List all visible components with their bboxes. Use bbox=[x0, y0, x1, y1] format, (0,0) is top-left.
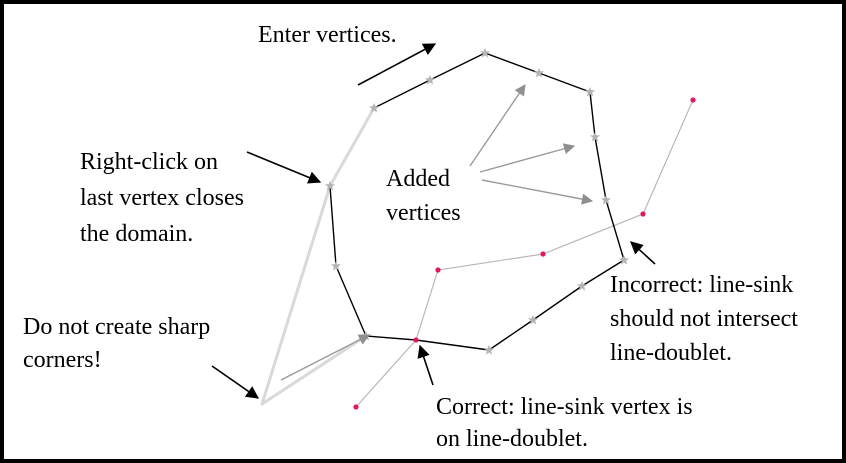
label-incorrect: Incorrect: line-sink should not intersec… bbox=[610, 272, 804, 366]
label-sharp-corners: Do not create sharp corners! bbox=[23, 314, 216, 373]
line-sink-left bbox=[355, 99, 694, 408]
domain-boundary bbox=[329, 52, 625, 351]
label-incorrect-line3: line-doublet. bbox=[610, 340, 732, 366]
domain-vertex bbox=[425, 75, 435, 85]
domain-vertex bbox=[534, 68, 544, 78]
label-sharp-corners-line1: Do not create sharp bbox=[23, 314, 210, 340]
arrow-added-vertex-3 bbox=[481, 179, 594, 205]
domain-vertices bbox=[325, 48, 629, 355]
sink-vertex bbox=[640, 211, 646, 217]
label-enter-vertices: Enter vertices. bbox=[258, 22, 397, 48]
label-added-vertices-line2: vertices bbox=[386, 200, 461, 226]
domain-vertex bbox=[480, 48, 490, 58]
arrow-enter-vertices bbox=[357, 43, 437, 86]
domain-vertex bbox=[619, 255, 629, 265]
label-added-vertices: Added vertices bbox=[386, 166, 461, 226]
dark-arrows bbox=[211, 43, 656, 399]
gray-arrows bbox=[280, 84, 594, 381]
line-sinks bbox=[355, 99, 694, 408]
sink-vertex bbox=[353, 404, 359, 410]
label-sharp-corners-line2: corners! bbox=[23, 347, 102, 373]
label-right-click: Right-click on last vertex closes the do… bbox=[80, 149, 250, 247]
arrow-added-vertex-1 bbox=[469, 84, 526, 167]
arrow-incorrect bbox=[630, 241, 656, 265]
label-correct-line1: Correct: line-sink vertex is bbox=[436, 394, 693, 420]
sink-vertex bbox=[690, 97, 696, 103]
label-incorrect-line2: should not intersect bbox=[610, 306, 798, 332]
label-incorrect-line1: Incorrect: line-sink bbox=[610, 272, 793, 298]
sink-vertex bbox=[540, 251, 546, 257]
label-added-vertices-line1: Added bbox=[386, 166, 450, 192]
label-correct: Correct: line-sink vertex is on line-dou… bbox=[436, 394, 699, 452]
sharp-corner-edges bbox=[260, 106, 376, 406]
sink-vertex bbox=[413, 337, 419, 343]
label-right-click-line2: last vertex closes bbox=[80, 185, 244, 211]
arrow-sharp-corners bbox=[211, 365, 260, 399]
arrow-right-click bbox=[246, 151, 322, 184]
domain-vertex bbox=[601, 195, 611, 205]
label-correct-line2: on line-doublet. bbox=[436, 426, 588, 452]
domain-vertex bbox=[331, 261, 341, 271]
label-right-click-line3: the domain. bbox=[80, 221, 193, 247]
label-right-click-line1: Right-click on bbox=[80, 149, 218, 175]
sink-vertex bbox=[435, 267, 441, 273]
arrow-sharp-corner-right bbox=[280, 334, 370, 381]
arrow-correct bbox=[417, 344, 434, 386]
line-sink-vertices bbox=[353, 97, 696, 410]
arrow-added-vertex-2 bbox=[479, 143, 576, 173]
